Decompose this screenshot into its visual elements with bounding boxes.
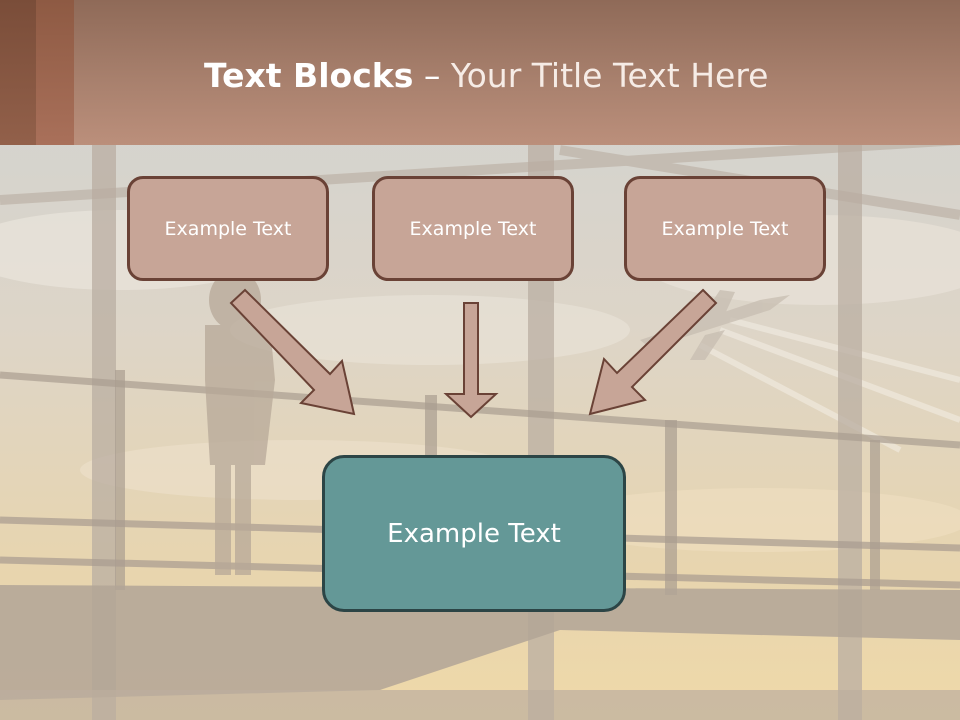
title-separator: – xyxy=(413,56,451,95)
title-bold-text: Text Blocks xyxy=(204,56,414,95)
title-rest-text: Your Title Text Here xyxy=(450,56,769,95)
text-block-2[interactable]: Example Text xyxy=(372,176,574,281)
text-block-1-label: Example Text xyxy=(164,217,292,240)
header-accent-dark xyxy=(0,0,36,145)
header-accent-light xyxy=(36,0,74,145)
header-bar xyxy=(0,0,960,145)
main-text-block-label: Example Text xyxy=(387,518,561,549)
text-block-3[interactable]: Example Text xyxy=(624,176,826,281)
main-text-block[interactable]: Example Text xyxy=(322,455,626,612)
page-title: Text Blocks – Your Title Text Here xyxy=(204,54,768,98)
text-block-2-label: Example Text xyxy=(409,217,537,240)
text-block-3-label: Example Text xyxy=(661,217,789,240)
text-block-1[interactable]: Example Text xyxy=(127,176,329,281)
